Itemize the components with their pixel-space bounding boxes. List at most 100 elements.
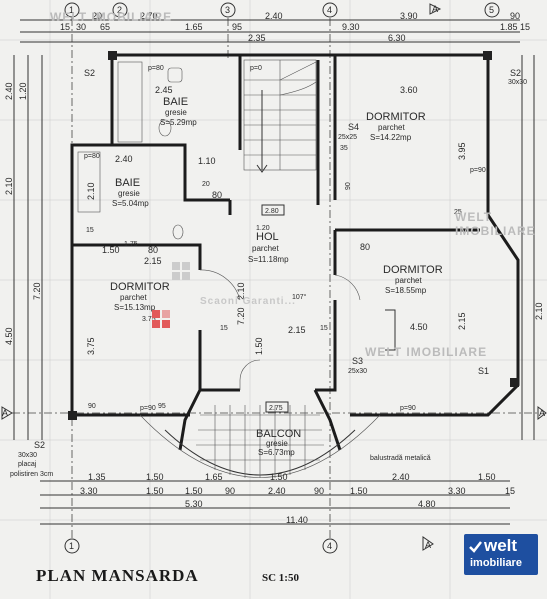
level-box-top: [261, 204, 285, 216]
dim-35: 35: [340, 145, 348, 152]
room-baie-2-area: S=5.04mp: [112, 199, 149, 208]
left-dim-4: 1.20: [18, 82, 28, 100]
room-baie-2-floor: gresie: [118, 189, 140, 198]
left-dim-7: 2.10: [86, 182, 96, 200]
room-dormitor-3-name: DORMITOR: [110, 281, 170, 293]
bottom-dim-r3-1: 5.30: [185, 499, 203, 509]
axis-markers: [64, 2, 500, 554]
dim-15a: 15: [86, 227, 94, 234]
brand-subtitle: imobiliare: [470, 557, 522, 569]
bottom-dim-r2-2: 1.50: [146, 486, 164, 496]
section-mark-bottom: A: [425, 540, 431, 550]
pillar-size-s3: 25x30: [348, 368, 367, 375]
dim-2-15b: 2.15: [288, 325, 306, 335]
angle-label: 107°: [292, 293, 307, 301]
top-dim-r2-6: 9.30: [342, 22, 360, 32]
bottom-dim-r3-2: 4.80: [418, 499, 436, 509]
top-dim-r3-1: 2.35: [248, 33, 266, 43]
placaj-label: placaj: [18, 461, 37, 468]
watermark-text: WELT IMOBILIARE: [455, 210, 536, 238]
balustrada-label: balustradă metalică: [370, 455, 431, 462]
top-dim-r2-4: 1.65: [185, 22, 203, 32]
pillar-size-s4: 25x25: [338, 134, 357, 141]
left-dimension-lines: [13, 55, 43, 440]
dim-20: 20: [202, 181, 210, 188]
room-baie-2-name: BAIE: [115, 177, 140, 189]
axis-label-4: 4: [327, 5, 332, 15]
axis-label-5: 5: [489, 5, 494, 15]
top-dim-r2-5: 95: [232, 22, 242, 32]
bottom-dim-r2-7: 1.50: [350, 486, 368, 496]
axis-label-bottom-1: 1: [69, 541, 74, 551]
bottom-dim-r1-3: 1.65: [205, 472, 223, 482]
level-box-balcon: [265, 401, 289, 413]
watermark-logo-mark: [172, 262, 192, 282]
section-mark-left: A: [2, 408, 8, 418]
section-markers: [1, 3, 547, 551]
room-dormitor-2-area: S=18.55mp: [385, 286, 427, 295]
dim-90a: 90: [345, 182, 352, 190]
room-hol-floor: parchet: [252, 244, 279, 253]
top-dim-3: 2.40: [265, 11, 283, 21]
watermark-text: WELT IMOBILIARE: [50, 10, 173, 24]
pillar-label-s2-top: S2: [84, 68, 95, 78]
bottom-dim-r1-4: 1.50: [270, 472, 288, 482]
left-dim-2: 2.10: [4, 177, 14, 195]
exterior-walls: [68, 51, 520, 420]
brand-logo[interactable]: welt imobiliare: [464, 534, 538, 575]
dim-90b: 90: [88, 403, 96, 410]
dim-2-15a: 2.15: [144, 256, 162, 266]
bottom-dim-r2-4: 90: [225, 486, 235, 496]
bottom-dim-r4-1: 11.40: [286, 515, 308, 525]
door-swings: [199, 269, 396, 351]
left-dim-6: 3.75: [86, 337, 96, 355]
bathroom-fixtures: [77, 61, 184, 240]
height-p80: p=80: [148, 65, 164, 72]
top-dim-r2-7: 1.85: [500, 22, 518, 32]
brand-name: welt: [484, 536, 518, 555]
axis-label-bottom-4: 4: [327, 541, 332, 551]
dim-25: 25: [454, 209, 462, 216]
section-mark-right: A: [539, 408, 545, 418]
right-dim-1: 2.15: [457, 312, 467, 330]
room-dormitor-2-name: DORMITOR: [383, 264, 443, 276]
dim-80c: 80: [360, 242, 370, 252]
room-baie-1-area: S=5.29mp: [160, 118, 197, 127]
right-dim-2: 3.95: [457, 142, 467, 160]
top-dim-r2-2: 30: [76, 22, 86, 32]
axis-label-1: 1: [69, 5, 74, 15]
right-dim-3: 2.10: [534, 302, 544, 320]
bottom-dim-r1-1: 1.35: [88, 472, 106, 482]
left-dim-3: 4.50: [4, 327, 14, 345]
interior-walls: [72, 55, 480, 392]
bottom-dim-r2-9: 15: [505, 486, 515, 496]
dim-1-75: 1.75: [124, 241, 138, 248]
dim-15c: 15: [320, 325, 328, 332]
bottom-dim-r2-8: 3.30: [448, 486, 466, 496]
room-balcon-area: S=6.73mp: [258, 448, 295, 457]
checkmark-icon: [469, 541, 482, 553]
height-p90-bottom-right: p=90: [400, 405, 416, 412]
left-dim-1: 2.40: [4, 82, 14, 100]
room-balcon-floor: gresie: [266, 439, 288, 448]
bottom-dim-r2-1: 3.30: [80, 486, 98, 496]
room-hol-name: HOL: [256, 231, 279, 243]
dim-3-75: 3.75: [142, 316, 156, 323]
s1-label: S1: [478, 366, 489, 376]
room-dormitor-1-name: DORMITOR: [366, 111, 426, 123]
dim-95: 95: [158, 403, 166, 410]
dim-3-60: 3.60: [400, 85, 418, 95]
watermark-text: WELT IMOBILIARE: [365, 345, 488, 359]
bottom-dim-r1-2: 1.50: [146, 472, 164, 482]
right-dimension-lines: [521, 55, 535, 440]
top-dim-5: 90: [510, 11, 520, 21]
room-dormitor-3-floor: parchet: [120, 293, 147, 302]
plan-scale: SC 1:50: [262, 572, 299, 584]
dim-1-10: 1.10: [198, 156, 216, 166]
dim-80a: 80: [212, 190, 222, 200]
height-p0: p=0: [250, 65, 262, 72]
room-baie-1-name: BAIE: [163, 96, 188, 108]
